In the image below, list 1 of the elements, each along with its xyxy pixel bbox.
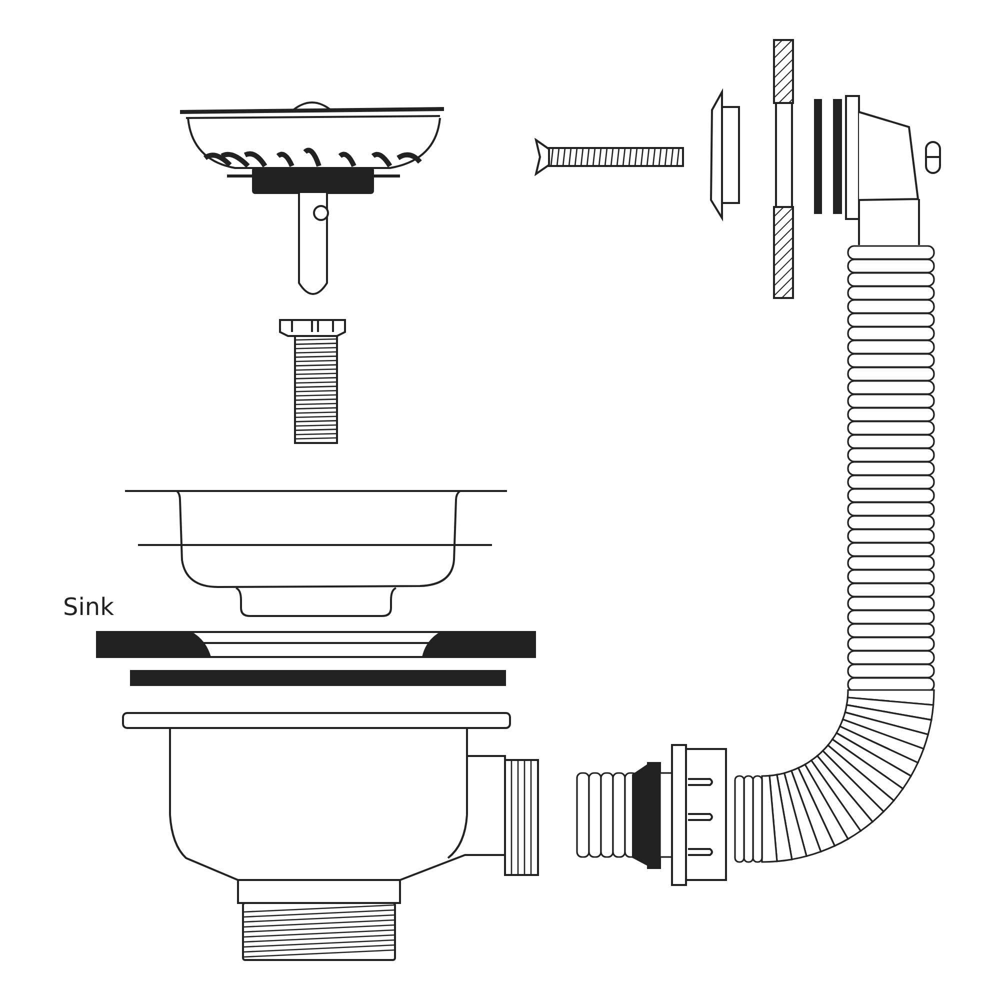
part-label: Sink (63, 595, 114, 619)
